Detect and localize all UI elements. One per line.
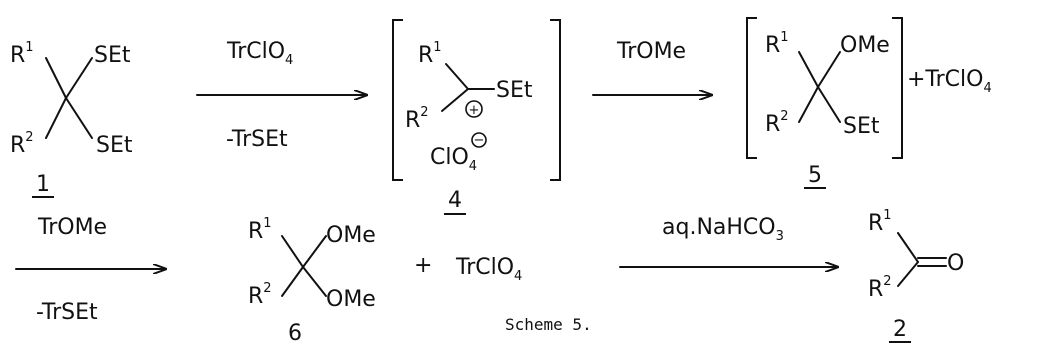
ome-bottom-label-6: OMe (326, 287, 376, 312)
bracket-right-5 (892, 17, 903, 159)
arrow-step-1: TrClO4 -TrSEt (196, 39, 368, 152)
arrow-step-3: TrOMe -TrSEt (15, 215, 167, 325)
compound-label-1: 1 (36, 172, 50, 197)
ome-label-5: OMe (840, 33, 890, 58)
arrow-step-4: + TrClO4 aq.NaHCO3 (414, 215, 839, 284)
bond-ome-5 (817, 51, 841, 88)
r2-label-5: R2 (765, 109, 789, 137)
set-label-4: SEt (496, 78, 533, 103)
plus-sign: + (414, 253, 432, 278)
set-label-5: SEt (843, 114, 880, 139)
bond-set-bottom (65, 97, 93, 139)
bond-r1-4 (445, 63, 469, 90)
bond-ome-bottom-6 (302, 266, 327, 297)
r2-label-4: R2 (405, 105, 429, 133)
set-bottom-label: SEt (96, 133, 133, 158)
compound-1: R1 R2 SEt SEt 1 (10, 40, 133, 198)
bond-r1-5 (798, 51, 819, 88)
bond-ome-top-6 (302, 235, 327, 268)
oxygen-label: O (947, 251, 964, 276)
r1-label-4: R1 (418, 40, 442, 68)
intermediate-5: R1 R2 OMe SEt 5 +TrClO4 (746, 17, 992, 189)
compound-label-4: 4 (448, 188, 462, 213)
r1-label-5: R1 (765, 30, 789, 58)
r2-label-6: R2 (248, 281, 272, 309)
anion-charge (471, 132, 487, 148)
r1-label: R1 (10, 40, 34, 68)
bond-r2-4 (441, 88, 469, 112)
bond-r2-6 (281, 266, 304, 297)
r2-label: R2 (10, 130, 34, 158)
bond-r1-2 (897, 232, 919, 263)
bracket-left-5 (746, 17, 757, 159)
perchlorate-label: ClO4 (430, 145, 477, 174)
reagent-trome-2: TrOMe (37, 215, 107, 240)
set-top-label: SEt (94, 43, 131, 68)
compound-label-6: 6 (288, 321, 302, 346)
r2-label-2: R2 (868, 274, 892, 302)
intermediate-4: R1 R2 SEt + ClO4 − 4 (392, 19, 561, 215)
trclo4-bottom: TrClO4 (455, 255, 522, 284)
compound-2: R1 R2 O 2 (868, 208, 964, 343)
compound-label-2: 2 (893, 317, 907, 342)
reagent-trome-1: TrOMe (616, 39, 686, 64)
reagent-trclo4: TrClO4 (226, 39, 293, 68)
bond-r1 (45, 57, 67, 99)
bond-r2-5 (798, 86, 819, 123)
ome-top-label-6: OMe (326, 223, 376, 248)
plus-trclo4: +TrClO4 (907, 67, 992, 96)
bracket-left-4 (392, 19, 403, 181)
r1-label-2: R1 (868, 208, 892, 236)
arrow-step-2: TrOMe (592, 39, 713, 95)
bond-set-top (65, 57, 93, 99)
bracket-right-4 (550, 19, 561, 181)
bond-set-5 (817, 86, 841, 123)
reagent-nahco3: aq.NaHCO3 (662, 215, 784, 244)
plus-charge: + (469, 103, 480, 118)
bond-r1-6 (281, 235, 304, 268)
compound-label-5: 5 (808, 163, 822, 188)
scheme-caption: Scheme 5. (505, 315, 592, 334)
bond-r2-2 (897, 261, 919, 287)
minus-charge: − (474, 133, 485, 148)
compound-6: R1 R2 OMe OMe 6 (248, 216, 376, 346)
r1-label-6: R1 (248, 216, 272, 244)
byproduct-trset-1: -TrSEt (226, 127, 288, 152)
cation-charge (465, 100, 483, 118)
byproduct-trset-2: -TrSEt (36, 300, 98, 325)
bond-r2 (45, 97, 67, 139)
